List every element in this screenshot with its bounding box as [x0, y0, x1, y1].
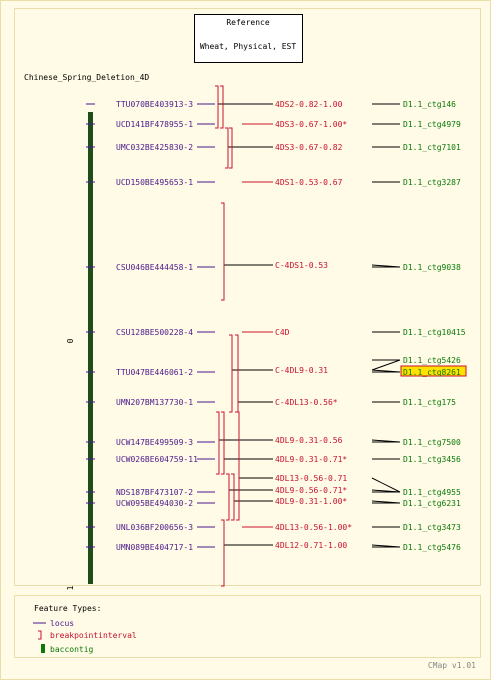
contig-label[interactable]: D1.1_ctg175 [403, 398, 456, 407]
interval-brackets [215, 85, 240, 587]
contig-label[interactable]: D1.1_ctg5426 [403, 356, 461, 365]
contig-label[interactable]: D1.1_ctg4955 [403, 488, 461, 497]
interval-bracket[interactable] [236, 411, 240, 521]
locus-label[interactable]: UMC032BE425830-2 [116, 143, 193, 152]
reference-box-frame [194, 14, 303, 63]
interval-bracket[interactable] [229, 127, 233, 169]
interval-label[interactable]: 4DS1-0.53-0.67 [275, 178, 343, 187]
legend-item-breakpointinterval: breakpointinterval [50, 631, 137, 640]
contig-labels: D1.1_ctg146D1.1_ctg4979D1.1_ctg7101D1.1_… [372, 100, 467, 552]
contig-label[interactable]: D1.1_ctg7101 [403, 143, 461, 152]
interval-label[interactable]: 4DL9-0.31-0.71* [275, 455, 347, 464]
reference-box[interactable]: Reference Wheat, Physical, EST [194, 14, 303, 63]
locus-label[interactable]: TTU047BE446061-2 [116, 368, 193, 377]
locus-label[interactable]: NDS187BF473107-2 [116, 488, 193, 497]
interval-bracket[interactable] [231, 473, 235, 521]
locus-label[interactable]: TTU070BE403913-3 [116, 100, 193, 109]
contig-link [371, 477, 401, 493]
locus-label[interactable]: UCD141BF478955-1 [116, 120, 193, 129]
contig-label[interactable]: D1.1_ctg7500 [403, 438, 461, 447]
locus-labels: TTU070BE403913-3UCD141BF478955-1UMC032BE… [86, 100, 198, 552]
interval-label[interactable]: 4DL13-0.56-1.00* [275, 523, 352, 532]
reference-subtitle: Wheat, Physical, EST [200, 42, 297, 51]
contig-label[interactable]: D1.1_ctg10415 [403, 328, 466, 337]
locus-label[interactable]: UMN089BE404717-1 [116, 543, 193, 552]
interval-bracket[interactable] [221, 519, 225, 587]
interval-label[interactable]: 4DS3-0.67-1.00* [275, 120, 347, 129]
interval-label[interactable]: C-4DS1-0.53 [275, 261, 328, 270]
interval-label[interactable]: 4DS2-0.82-1.00 [275, 100, 343, 109]
locus-label[interactable]: UCW095BE494030-2 [116, 499, 193, 508]
reference-title: Reference [226, 18, 270, 27]
interval-bracket[interactable] [229, 334, 233, 413]
interval-bracket[interactable] [221, 202, 225, 301]
interval-label[interactable]: 4DL13-0.56-0.71 [275, 474, 347, 483]
locus-label[interactable]: UMN207BM137730-1 [116, 398, 193, 407]
locus-label[interactable]: UNL036BF200656-3 [116, 523, 193, 532]
cmap-credit: CMap v1.01 [428, 661, 476, 670]
interval-label[interactable]: C4D [275, 328, 290, 337]
contig-label[interactable]: D1.1_ctg6231 [403, 499, 461, 508]
interval-bracket[interactable] [226, 473, 230, 521]
interval-bracket[interactable] [235, 334, 239, 413]
contig-label[interactable]: D1.1_ctg8261 [403, 368, 461, 377]
map-bar[interactable] [88, 112, 93, 584]
legend-item-locus: locus [50, 619, 74, 628]
contig-label[interactable]: D1.1_ctg9038 [403, 263, 461, 272]
locus-label[interactable]: CSU046BE444458-1 [116, 263, 193, 272]
contig-label[interactable]: D1.1_ctg3456 [403, 455, 461, 464]
contig-link [371, 359, 401, 371]
map-title[interactable]: Chinese_Spring_Deletion_4D [24, 73, 149, 82]
interval-bracket[interactable] [216, 411, 220, 475]
interval-label[interactable]: 4DL9-0.31-0.56 [275, 436, 343, 445]
interval-label[interactable]: C-4DL13-0.56* [275, 398, 338, 407]
contig-label[interactable]: D1.1_ctg4979 [403, 120, 461, 129]
legend-panel-border [14, 595, 481, 658]
interval-bracket[interactable] [220, 85, 224, 129]
legend-breakpointinterval-swatch [38, 630, 42, 640]
locus-label[interactable]: UCW147BE499509-3 [116, 438, 193, 447]
interval-label[interactable]: 4DL9-0.56-0.71* [275, 486, 347, 495]
interval-labels: 4DS2-0.82-1.00 4DS3-0.67-1.00* 4DS3-0.67-0… [275, 100, 352, 550]
interval-label[interactable]: 4DL12-0.71-1.00 [275, 541, 347, 550]
interval-label[interactable]: 4DL9-0.31-1.00* [275, 497, 347, 506]
map-start-label: 0 [66, 338, 75, 343]
interval-bracket[interactable] [225, 127, 229, 169]
legend-item-baccontig: baccontig [50, 645, 94, 654]
legend: Feature Types: locus breakpointinterval … [33, 604, 137, 654]
contig-label[interactable]: D1.1_ctg3287 [403, 178, 461, 187]
legend-baccontig-swatch [41, 644, 45, 653]
interval-label[interactable]: 4DS3-0.67-0.82 [275, 143, 343, 152]
map-end-label: 1 [66, 585, 75, 590]
interval-bracket[interactable] [221, 411, 225, 475]
map-panel-border [14, 8, 481, 586]
legend-title: Feature Types: [34, 604, 101, 613]
locus-label[interactable]: UCW026BE604759-11 [116, 455, 198, 464]
contig-highlight [400, 365, 467, 377]
interval-bracket[interactable] [215, 85, 219, 129]
contig-label[interactable]: D1.1_ctg3473 [403, 523, 461, 532]
locus-label[interactable]: CSU128BE500228-4 [116, 328, 193, 337]
interval-label[interactable]: C-4DL9-0.31 [275, 366, 328, 375]
contig-label[interactable]: D1.1_ctg5476 [403, 543, 461, 552]
locus-label[interactable]: UCD150BE495653-1 [116, 178, 193, 187]
contig-label[interactable]: D1.1_ctg146 [403, 100, 456, 109]
